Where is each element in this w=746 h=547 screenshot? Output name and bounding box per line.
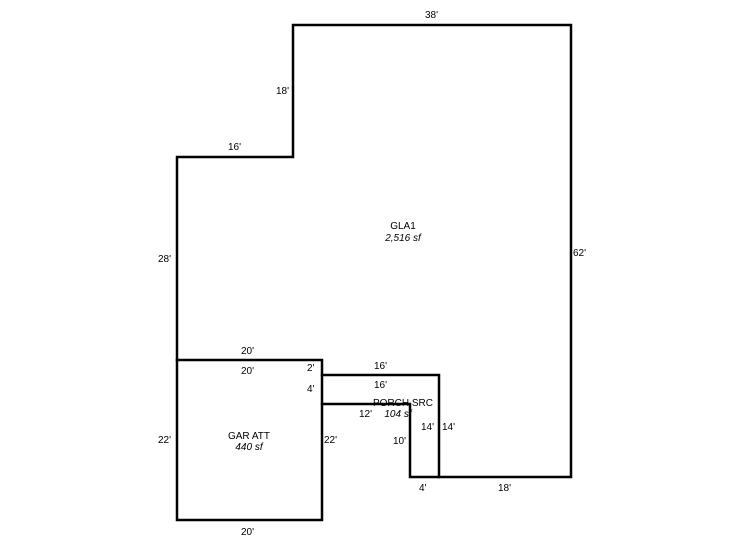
porch-area-label: 104 sf <box>384 409 412 420</box>
dim-garage-right: 22' <box>324 435 337 446</box>
dim-garage-top-outer: 20' <box>241 346 254 357</box>
dim-right-vertical: 62' <box>573 248 586 259</box>
dim-porch-right-left: 14' <box>421 422 434 433</box>
dim-upper-left-vertical: 18' <box>276 86 289 97</box>
dim-porch-right-right: 14' <box>442 422 455 433</box>
gla-name-label: GLA1 <box>390 221 416 232</box>
dim-top: 38' <box>425 10 438 21</box>
dim-garage-bottom: 20' <box>241 527 254 538</box>
dim-porch-top-gap: 2' <box>307 363 315 374</box>
dim-porch-left-gap: 4' <box>307 384 315 395</box>
dim-bottom-right: 18' <box>498 483 511 494</box>
garage-name-label: GAR ATT <box>228 431 270 442</box>
porch-name-label: PORCH SRC <box>373 398 433 409</box>
dim-porch-inner-vertical: 10' <box>393 436 406 447</box>
dim-garage-top-inner: 20' <box>241 366 254 377</box>
gla-outline <box>175 23 573 479</box>
dim-left-vertical: 28' <box>158 254 171 265</box>
dim-porch-bottom: 4' <box>419 483 427 494</box>
dim-step-horizontal: 16' <box>228 142 241 153</box>
porch-outline <box>320 373 441 479</box>
gla-area-label: 2,516 sf <box>384 233 422 244</box>
dim-garage-left: 22' <box>158 435 171 446</box>
dim-porch-inner-horizontal: 12' <box>359 409 372 420</box>
garage-area-label: 440 sf <box>235 442 263 453</box>
dim-porch-top-outer: 16' <box>374 361 387 372</box>
garage-outline <box>175 358 324 522</box>
dim-porch-top-inner: 16' <box>374 380 387 391</box>
